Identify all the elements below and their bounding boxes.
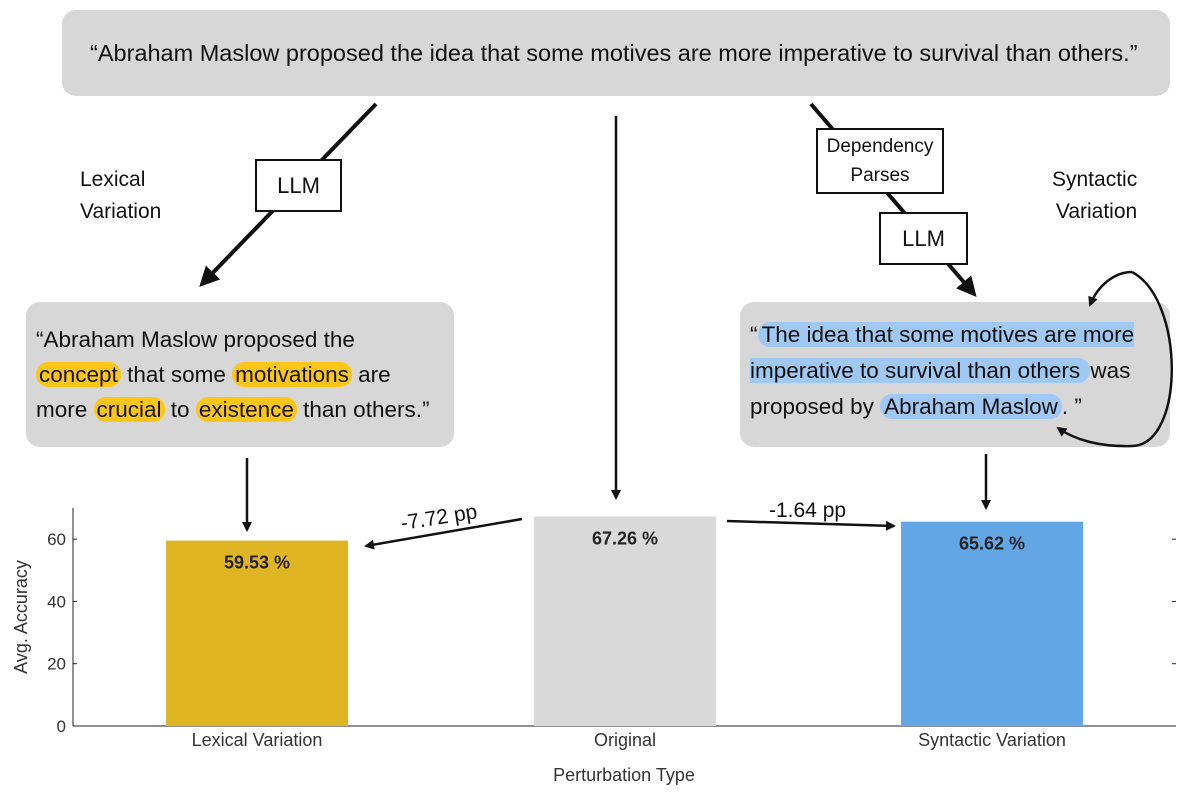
lexical-variation-label: Lexical Variation xyxy=(80,164,161,228)
lexical-text: “Abraham Maslow proposed the xyxy=(36,327,355,352)
lexical-text: are more xyxy=(36,362,391,422)
x-axis-title: Perturbation Type xyxy=(553,765,695,785)
delta-arrow-right xyxy=(726,519,896,531)
reorder-curve-arrow xyxy=(1131,270,1173,448)
delta-arrow-left xyxy=(364,517,523,550)
lexical-text: that some xyxy=(120,362,233,387)
x-tick-label: Syntactic Variation xyxy=(918,730,1066,750)
accuracy-bar-chart: 0 20 40 60 59.53 % Lexical Variation 67.26 % O… xyxy=(11,508,1176,785)
bar-value-label: 67.26 % xyxy=(592,529,658,549)
lexical-text: than others.” xyxy=(296,397,430,422)
syntactic-label-line2: Variation xyxy=(1055,200,1138,223)
syntactic-variation-label: Syntactic Variation xyxy=(1052,164,1137,228)
x-tick-label: Original xyxy=(594,730,656,750)
llm-method-box-left: LLM xyxy=(255,159,342,212)
y-axis-title: Avg. Accuracy xyxy=(11,560,31,674)
highlight-existence: existence xyxy=(195,397,297,422)
highlight-abraham-maslow: Abraham Maslow xyxy=(880,394,1062,419)
original-sentence-box: “Abraham Maslow proposed the idea that s… xyxy=(62,10,1170,96)
syntactic-label-line1: Syntactic xyxy=(1052,168,1138,191)
syntactic-variation-box: “The idea that some motives are more imp… xyxy=(740,302,1170,447)
lexical-variation-box: “Abraham Maslow proposed the concept tha… xyxy=(26,302,454,447)
y-tick-label: 0 xyxy=(57,717,66,736)
delta-right-label: -1.64 pp xyxy=(769,499,846,522)
parses-label: Parses xyxy=(850,165,910,186)
lexical-label-line1: Lexical xyxy=(80,168,146,191)
highlight-crucial: crucial xyxy=(93,397,165,422)
lexical-text: to xyxy=(164,397,196,422)
lexical-label-line2: Variation xyxy=(80,200,162,223)
bar-value-label: 65.62 % xyxy=(959,534,1025,554)
y-tick-label: 60 xyxy=(47,530,66,549)
dependency-label: Dependency xyxy=(826,136,934,157)
bar-lexical-variation xyxy=(166,540,348,726)
bar-syntactic-variation xyxy=(901,521,1083,726)
highlight-concept: concept xyxy=(36,362,121,387)
syntactic-text: “ xyxy=(750,322,758,347)
bar-value-label: 59.53 % xyxy=(224,553,290,573)
reorder-curve-arrow-head-bottom xyxy=(1056,426,1133,448)
x-tick-label: Lexical Variation xyxy=(192,730,323,750)
reorder-curve-arrow-head-top xyxy=(1088,270,1133,307)
bar-original xyxy=(534,516,716,726)
highlight-motivations: motivations xyxy=(232,362,352,387)
y-tick-label: 20 xyxy=(47,655,66,674)
syntactic-text: was proposed by xyxy=(750,358,1131,419)
original-sentence: “Abraham Maslow proposed the idea that s… xyxy=(90,39,1138,66)
y-tick-label: 40 xyxy=(47,592,66,611)
llm-label-right: LLM xyxy=(902,225,945,251)
llm-label-left: LLM xyxy=(277,172,320,198)
llm-method-box-right: LLM xyxy=(879,212,968,265)
dependency-parses-box: Dependency Parses xyxy=(816,128,944,194)
syntactic-text: . ” xyxy=(1061,394,1082,419)
delta-left-label: -7.72 pp xyxy=(399,500,479,535)
